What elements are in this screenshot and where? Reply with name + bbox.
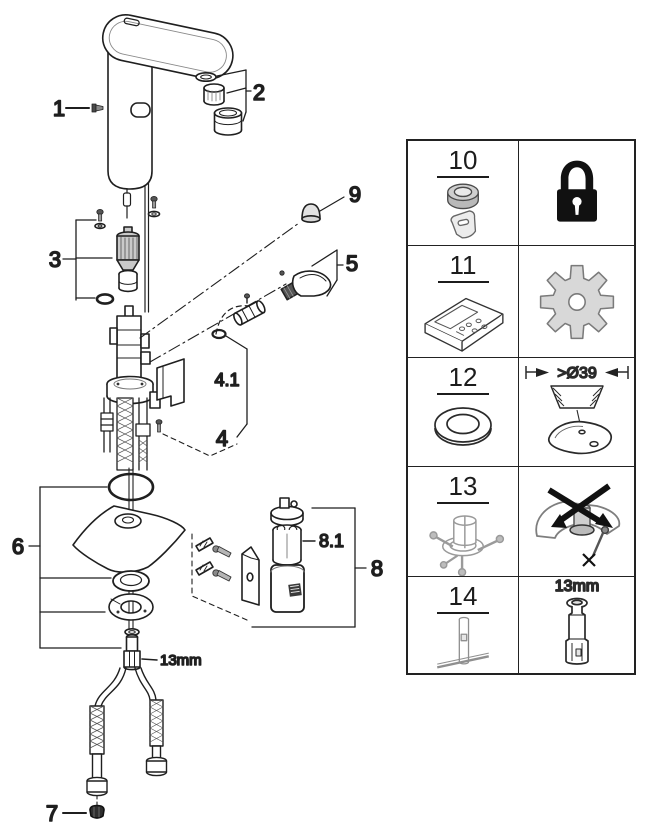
- construction-lines: [139, 222, 300, 363]
- washer-icon: [434, 407, 492, 446]
- aerator-assembly-part-2: [195, 72, 243, 136]
- callout-5: 5: [346, 251, 358, 276]
- callout-1: 1: [53, 96, 65, 121]
- sink-hole-dimension-icon: >Ø39: [524, 364, 629, 455]
- socket-tool-icon: [436, 616, 490, 669]
- temperature-lever-part-5: [279, 270, 332, 301]
- table-cell-12-right: >Ø39: [519, 358, 634, 467]
- table-cell-11-left: 11: [408, 246, 519, 358]
- faucet-body: [101, 14, 234, 190]
- set-screw-part-1: [91, 103, 104, 113]
- table-cell-12-left: 12: [408, 358, 519, 467]
- part-number: 13: [436, 471, 490, 505]
- gear-icon: [539, 264, 614, 339]
- callout-6-leader: [28, 486, 122, 649]
- hole-diameter-label: >Ø39: [557, 365, 597, 382]
- callout-9: 9: [349, 182, 361, 207]
- check-valve-elbow-part-4-1: [211, 293, 266, 340]
- o-ring-icon: [95, 293, 115, 305]
- battery-holder-bracket-icon: [241, 546, 260, 606]
- push-cap-part-9: [301, 196, 345, 224]
- threaded-adapter-icon: 13mm: [553, 577, 600, 665]
- washer-part-6: [112, 570, 150, 592]
- part-number: 14: [436, 581, 490, 615]
- callout-5-leader: [311, 249, 344, 297]
- battery-cap-icon: [270, 497, 304, 527]
- mounting-hardware-icon: [429, 515, 505, 576]
- part-number: 11: [437, 250, 489, 284]
- sensor-window-icon: [130, 102, 151, 118]
- solenoid-cartridge-part-3: [94, 195, 161, 305]
- part-number: 12: [436, 362, 490, 396]
- wall-anchors-icon: [191, 533, 248, 621]
- horseshoe-bracket-part-6: [108, 593, 154, 621]
- callout-3-leader: [62, 219, 113, 301]
- inlet-filter-part-7: [89, 804, 105, 819]
- callout-2: 2: [253, 80, 265, 105]
- table-cell-14-right: 13mm: [519, 577, 634, 673]
- callout-8: 8: [371, 556, 383, 581]
- callout-8-leader: [251, 507, 367, 628]
- table-cell-13-right: [519, 467, 634, 577]
- padlock-icon: [556, 160, 597, 222]
- callout-4-1: 4.1: [214, 370, 239, 390]
- callout-4-leader: [162, 335, 248, 457]
- retaining-clip-icon: [149, 358, 185, 409]
- callout-3: 3: [49, 247, 61, 272]
- table-cell-13-left: 13: [408, 467, 519, 577]
- hose-upper-icon: [100, 397, 151, 471]
- supply-hoses-icon: [86, 667, 168, 807]
- table-cell-11-right: [519, 246, 634, 358]
- battery-housing-icon: [270, 564, 305, 613]
- cap-plug-with-key-icon: [447, 183, 479, 239]
- mounting-bolt-part-6: [123, 627, 141, 671]
- base-seal-o-ring-part-6: [107, 472, 155, 502]
- callout-2-leader: [216, 69, 252, 122]
- parts-table: 10 11: [406, 139, 636, 675]
- remote-control-icon: [424, 297, 504, 352]
- base-plate-part-6: [72, 505, 186, 573]
- o-ring-icon: [211, 328, 227, 340]
- table-cell-10-right: [519, 141, 634, 246]
- valve-body-part-4: [106, 305, 154, 405]
- adapter-size-label: 13mm: [554, 578, 598, 595]
- table-cell-14-left: 14: [408, 577, 519, 673]
- callout-7: 7: [46, 801, 58, 826]
- battery-part-8-1: [272, 524, 302, 566]
- table-cell-10-left: 10: [408, 141, 519, 246]
- part-number: 10: [436, 145, 490, 179]
- callout-8-1: 8.1: [319, 531, 344, 551]
- callout-6: 6: [12, 534, 24, 559]
- screw-part-4: [155, 419, 163, 433]
- wrench-size-label: 13mm: [160, 652, 202, 669]
- callout-4: 4: [216, 426, 228, 451]
- crossed-arrows-installation-icon: [534, 483, 620, 567]
